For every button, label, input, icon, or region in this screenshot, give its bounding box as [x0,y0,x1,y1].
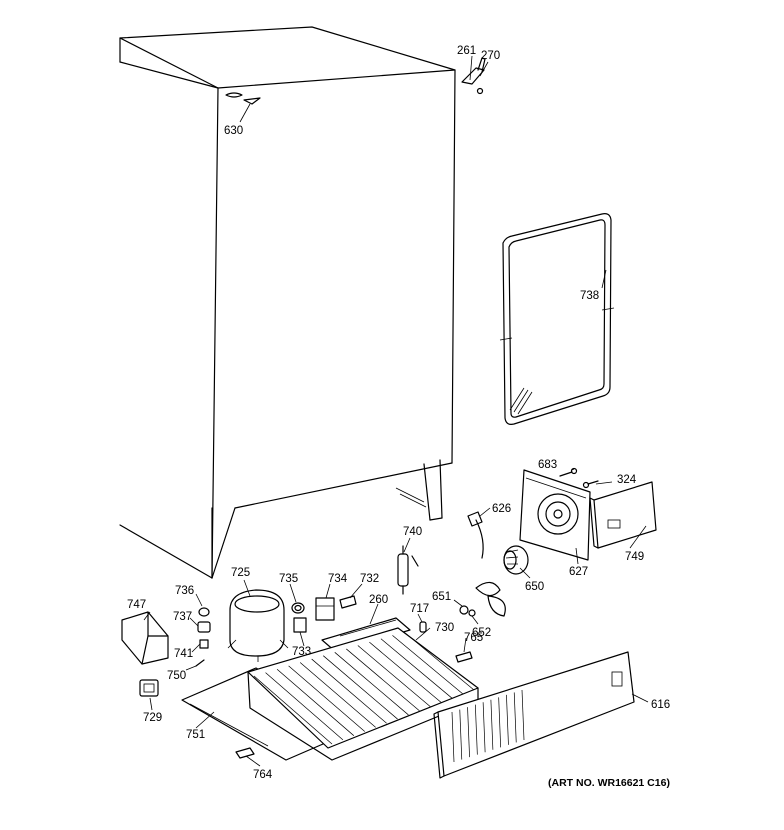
label-765: 765 [464,632,483,644]
grille-slot [459,709,463,760]
grille-slot [474,704,478,755]
label-730: 730 [435,622,454,634]
label-764: 764 [253,769,273,781]
label-734: 734 [328,573,348,585]
label-324: 324 [617,474,637,486]
part-717 [419,621,427,633]
coil-tube [311,658,387,724]
label-749: 749 [625,551,644,563]
coil-tube [288,665,365,732]
grille-slot [498,697,502,748]
fan-blade-part-652 [459,581,506,617]
grille-slot [451,711,455,763]
coil-tube [357,645,431,707]
grille-slot [506,694,509,745]
label-650: 650 [525,581,544,593]
hinge-part-261 [461,57,486,95]
grille-part-616 [433,651,635,779]
grille-slot [467,707,470,758]
label-626: 626 [492,503,511,515]
coil-tube [380,638,453,699]
label-741: 741 [174,648,193,660]
label-733: 733 [292,646,311,658]
label-260: 260 [369,594,388,606]
condenser-part-730 [247,627,479,761]
thermostat-part-740 [397,545,419,595]
label-750: 750 [167,670,186,682]
art-number: (ART NO. WR16621 C16) [548,777,670,789]
screws [559,467,599,489]
grille-slot [490,699,494,750]
grommet-part-735 [291,602,305,614]
label-736: 736 [175,585,194,597]
label-729: 729 [143,712,162,724]
coil-tube [369,641,442,703]
bracket-part-747 [121,611,169,665]
coil-tube [265,672,344,741]
small-parts-736-750 [195,607,211,667]
coil-tube [392,635,464,695]
relay-part-734 [315,597,335,621]
grille-slot [521,689,525,741]
gasket-part-738 [499,213,615,425]
harness-part-626 [467,511,484,559]
part-729 [139,679,159,697]
overload-part-732 [339,595,357,609]
part-764 [235,747,255,759]
label-261: 261 [457,45,476,57]
compressor-part-725 [227,589,289,662]
label-737: 737 [173,611,192,623]
label-725: 725 [231,567,250,579]
label-652: 652 [472,627,491,639]
leader-lines [143,55,649,767]
label-738: 738 [580,290,599,302]
label-747: 747 [127,599,146,611]
cabinet [119,26,456,579]
label-732: 732 [360,573,379,585]
label-616: 616 [651,699,670,711]
label-683: 683 [538,459,557,471]
label-735: 735 [279,573,298,585]
coil-tube [334,652,409,716]
grille-slot [482,702,486,753]
label-740: 740 [403,526,422,538]
coil-tube [403,631,475,691]
label-751: 751 [186,729,205,741]
coil-tube [323,655,398,720]
coil-tube [276,668,355,736]
clip-part-765 [455,651,473,663]
label-717: 717 [410,603,429,615]
relay-part-733 [293,617,307,633]
label-651: 651 [432,591,451,603]
coil-tube [253,675,333,745]
fan-motor-part-650 [503,545,529,575]
label-627: 627 [569,566,588,578]
label-630: 630 [224,125,243,137]
cover-part-749 [589,481,657,549]
part-labels: 261 270 630 738 683 324 626 740 749 627 … [127,45,670,789]
coil-tube [346,648,420,712]
coil-tube [299,662,376,728]
fan-shroud-part-627 [519,469,591,561]
label-270: 270 [481,50,500,62]
grille-slot [513,692,517,743]
